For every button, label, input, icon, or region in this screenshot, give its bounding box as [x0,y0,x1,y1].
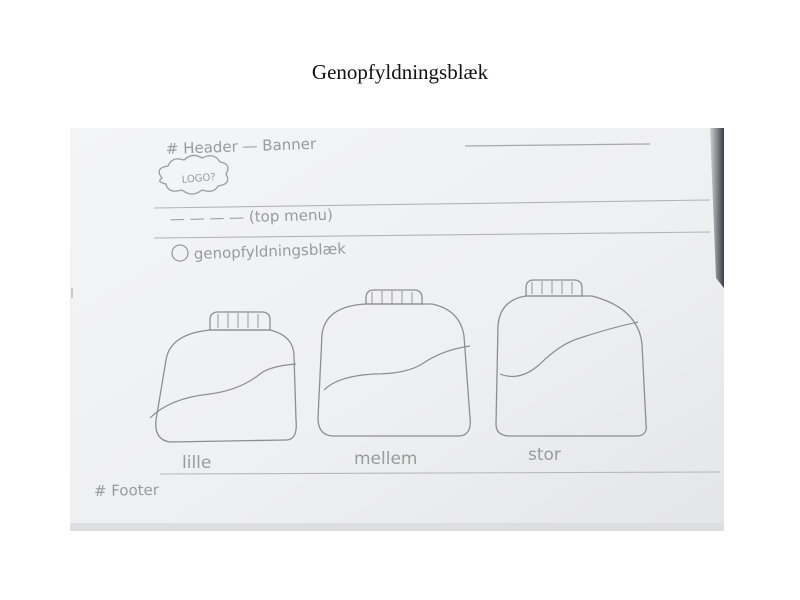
bottle-label: mellem [354,449,417,469]
ink-level-line [499,321,639,377]
ink-level-line [323,345,471,391]
footer-label: # Footer [94,481,160,500]
bottle-large: stor [495,279,647,465]
separator-line [159,471,721,475]
header-line [464,143,651,147]
radio-circle [171,244,189,262]
separator-line [153,199,711,209]
header-label: # Header — Banner [166,135,318,158]
heading-row: genopfyldningsblæk [171,240,347,263]
bottle-label: lille [182,453,211,473]
bottle-cap [525,279,583,297]
paper-shadow [70,523,724,531]
bottle-body [317,303,471,437]
header-section: # Header — Banner [166,135,651,158]
heading-label: genopfyldningsblæk [194,240,347,263]
sketch-photo: # Header — Banner LOGO? — — — — (top men… [70,128,724,531]
bottle-label: stor [528,445,561,465]
bottle-medium: mellem [317,289,471,469]
paper-sheet [70,128,724,531]
bottle-body [495,295,647,437]
desk-edge [710,128,724,288]
ink-level-line [149,363,297,419]
bottle-small: lille [149,311,297,473]
bottle-cap [209,311,271,331]
bottle-cap [365,289,423,305]
logo-cloud: LOGO? [158,154,229,195]
page-title: Genopfyldningsblæk [311,60,489,84]
logo-label: LOGO? [181,172,216,186]
nav-label: — — — — (top menu) [170,206,333,228]
separator-line [153,231,711,239]
bottle-body [155,329,297,443]
